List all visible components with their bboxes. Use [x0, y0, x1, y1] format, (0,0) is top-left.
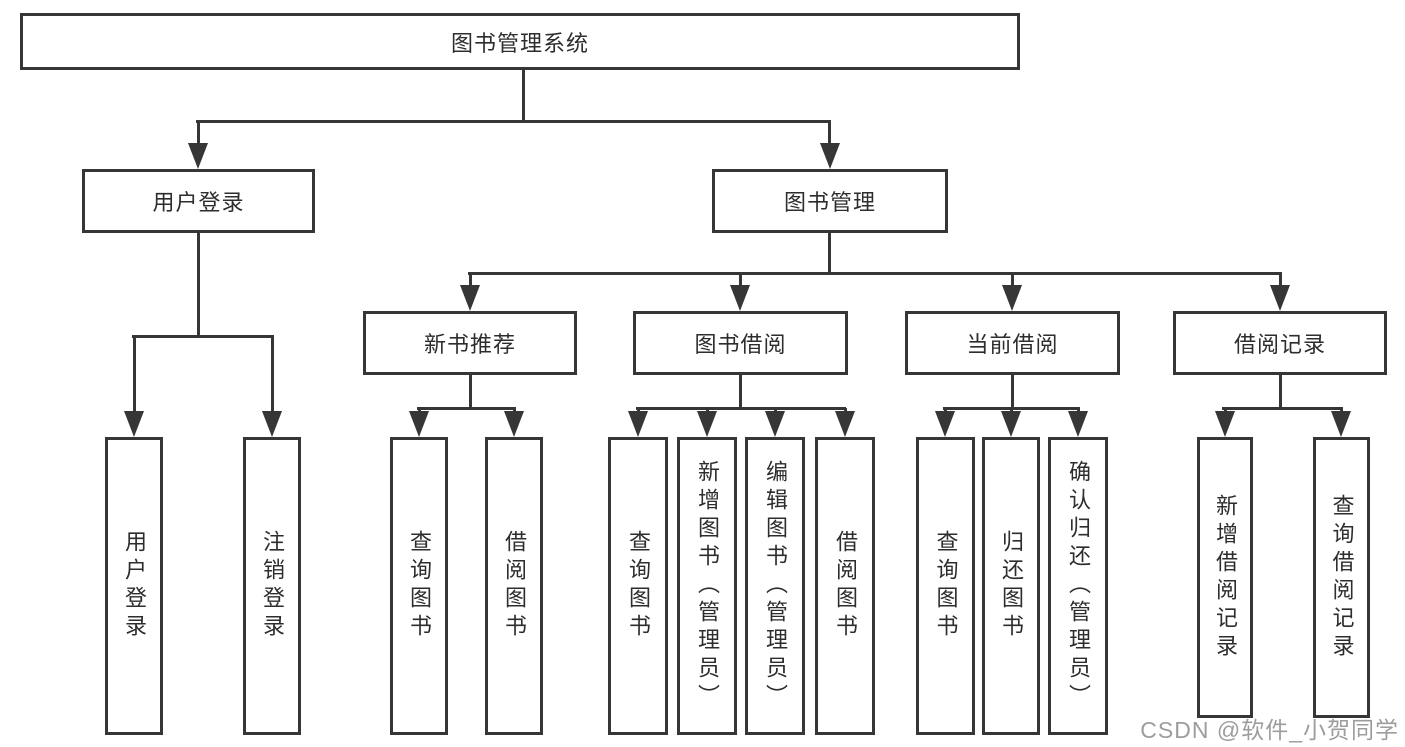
arrow-down-icon	[460, 285, 480, 311]
leaf-current-query-books-label: 查询图书	[933, 530, 959, 642]
leaf-edit-books-admin-label: 编辑图书（管理员）	[763, 460, 788, 712]
connector-leaf-rail	[636, 407, 846, 410]
node-root: 图书管理系统	[20, 13, 1020, 70]
connector-book-mgmt-trunk	[828, 232, 831, 274]
connector-level3-rail	[468, 272, 1282, 275]
arrow-down-icon	[504, 411, 524, 437]
connector-section-trunk	[739, 374, 742, 408]
leaf-add-borrow-record-label: 新增借阅记录	[1213, 493, 1238, 662]
arrow-down-icon	[124, 411, 144, 437]
node-new-book-rec: 新书推荐	[363, 311, 577, 375]
connector-user-login-trunk	[197, 232, 200, 337]
node-book-borrow-label: 图书借阅	[694, 332, 787, 357]
leaf-add-borrow-record: 新增借阅记录	[1197, 437, 1253, 718]
connector-drop-section	[1011, 273, 1014, 287]
arrow-down-icon	[820, 143, 840, 169]
connector-section-trunk	[1011, 374, 1014, 408]
connector-drop-section	[1279, 273, 1282, 287]
arrow-down-icon	[1331, 411, 1351, 437]
leaf-query-borrow-record: 查询借阅记录	[1313, 437, 1370, 718]
connector-drop-section	[469, 273, 472, 287]
csdn-watermark: CSDN @软件_小贺同学	[1140, 717, 1399, 743]
connector-drop-book-mgmt	[828, 121, 831, 147]
leaf-user-login: 用户登录	[105, 437, 163, 735]
leaf-add-books-admin: 新增图书（管理员）	[677, 437, 737, 735]
connector-user-login-rail	[132, 335, 274, 338]
arrow-down-icon	[697, 411, 717, 437]
arrow-down-icon	[1002, 285, 1022, 311]
node-borrow-records: 借阅记录	[1173, 311, 1387, 375]
node-borrow-records-label: 借阅记录	[1233, 332, 1326, 357]
node-new-book-rec-label: 新书推荐	[423, 332, 516, 357]
connector-leaf-rail	[1222, 407, 1343, 410]
leaf-newbook-borrow-books: 借阅图书	[485, 437, 543, 735]
connector-level2-rail	[196, 120, 831, 123]
leaf-current-query-books: 查询图书	[916, 437, 975, 735]
arrow-down-icon	[262, 411, 282, 437]
leaf-return-books: 归还图书	[982, 437, 1040, 735]
leaf-query-borrow-record-label: 查询借阅记录	[1329, 493, 1355, 662]
connector-section-trunk	[469, 374, 472, 408]
leaf-confirm-return-admin: 确认归还（管理员）	[1048, 437, 1108, 735]
node-root-label: 图书管理系统	[450, 30, 589, 56]
connector-drop-user-login	[197, 121, 200, 147]
leaf-newbook-query-books: 查询图书	[390, 437, 448, 735]
leaf-user-login-label: 用户登录	[122, 530, 147, 642]
leaf-borrow-books-label: 借阅图书	[833, 530, 858, 642]
node-user-login: 用户登录	[82, 169, 315, 233]
leaf-newbook-query-books-label: 查询图书	[407, 530, 432, 642]
connector-drop-section	[739, 273, 742, 287]
node-current-borrow-label: 当前借阅	[966, 332, 1059, 357]
arrow-down-icon	[188, 143, 208, 169]
arrow-down-icon	[765, 411, 785, 437]
connector-drop-leaf	[133, 336, 136, 412]
arrow-down-icon	[935, 411, 955, 437]
arrow-down-icon	[835, 411, 855, 437]
leaf-newbook-borrow-books-label: 借阅图书	[502, 530, 527, 642]
arrow-down-icon	[628, 411, 648, 437]
connector-leaf-rail	[417, 407, 516, 410]
arrow-down-icon	[730, 285, 750, 311]
leaf-confirm-return-admin-label: 确认归还（管理员）	[1066, 460, 1091, 712]
leaf-borrow-query-books-label: 查询图书	[626, 530, 651, 642]
arrow-down-icon	[409, 411, 429, 437]
arrow-down-icon	[1215, 411, 1235, 437]
node-current-borrow: 当前借阅	[905, 311, 1120, 375]
arrow-down-icon	[1068, 411, 1088, 437]
leaf-add-books-admin-label: 新增图书（管理员）	[695, 460, 720, 712]
leaf-logout: 注销登录	[243, 437, 301, 735]
node-book-borrow: 图书借阅	[633, 311, 848, 375]
connector-root-trunk	[522, 69, 525, 122]
arrow-down-icon	[1270, 285, 1290, 311]
connector-drop-leaf	[271, 336, 274, 412]
leaf-borrow-books: 借阅图书	[815, 437, 875, 735]
leaf-return-books-label: 归还图书	[999, 530, 1024, 642]
node-book-mgmt-label: 图书管理	[783, 190, 876, 215]
leaf-borrow-query-books: 查询图书	[608, 437, 668, 735]
connector-section-trunk	[1279, 374, 1282, 408]
leaf-logout-label: 注销登录	[260, 530, 285, 642]
node-book-mgmt: 图书管理	[712, 169, 948, 233]
arrow-down-icon	[1001, 411, 1021, 437]
node-user-login-label: 用户登录	[152, 190, 245, 215]
leaf-edit-books-admin: 编辑图书（管理员）	[745, 437, 805, 735]
